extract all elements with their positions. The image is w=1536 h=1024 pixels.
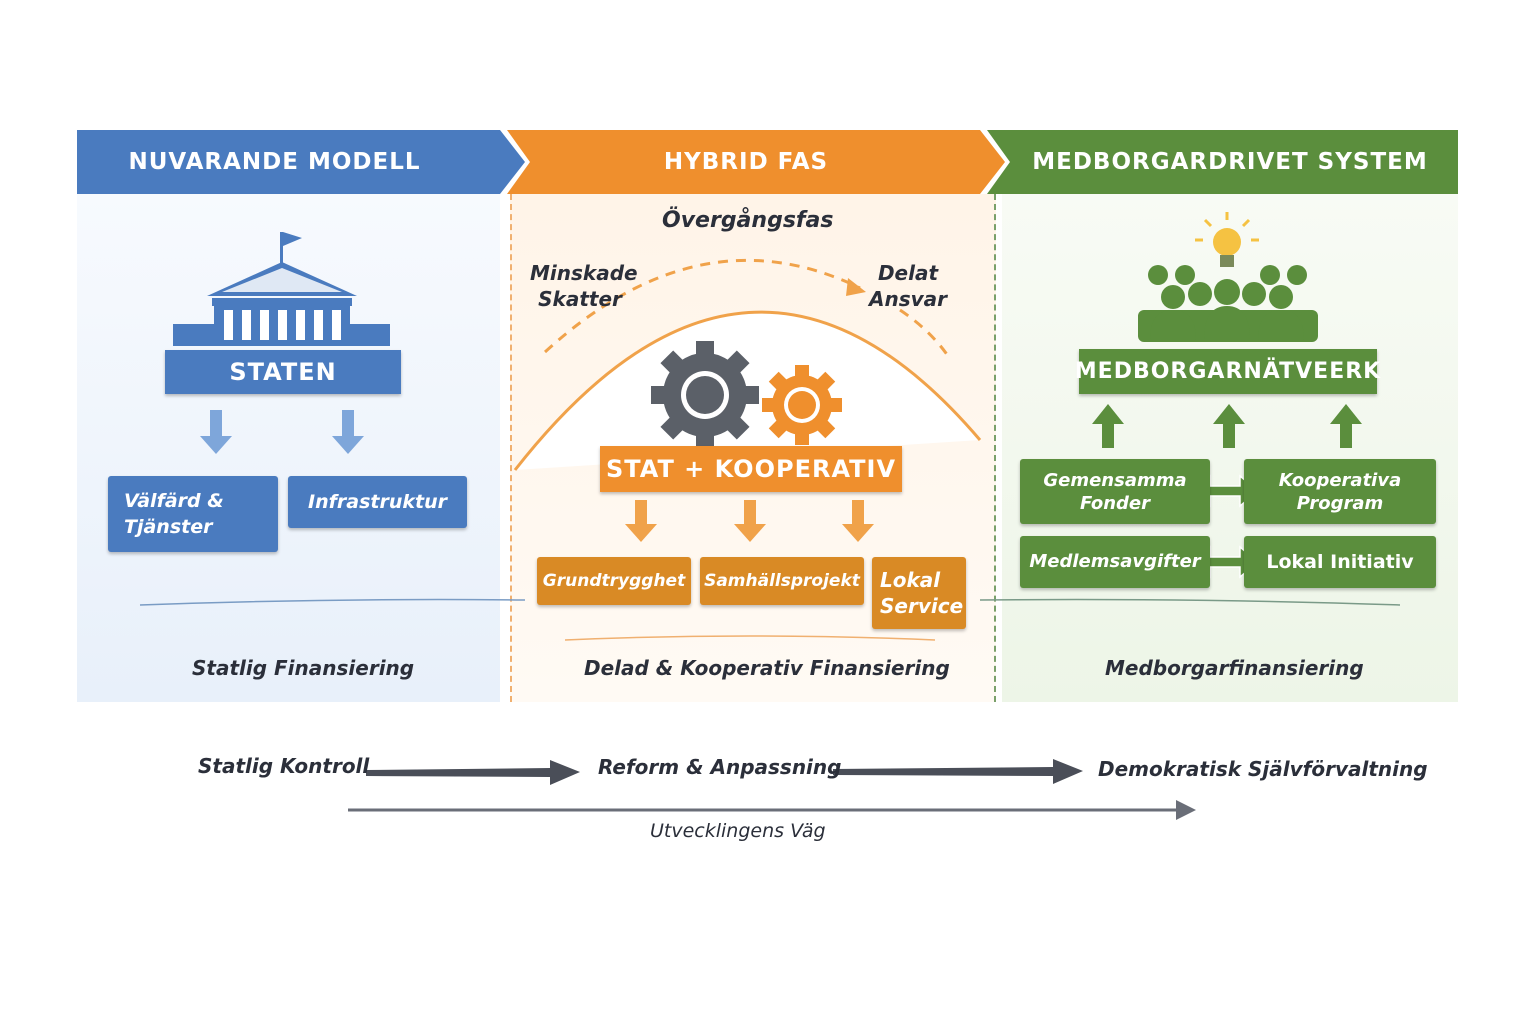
item-kooperativa-program: Kooperativa Program <box>1244 459 1436 524</box>
header-arrow-blue <box>77 130 525 194</box>
funding-current: Statlig Finansiering <box>192 656 415 680</box>
funding-citizen: Medborgarfinansiering <box>1105 656 1364 680</box>
medborgarnatverk-box: MEDBORGARNÄTVEERK <box>1075 349 1380 394</box>
step-statlig-kontroll: Statlig Kontroll <box>198 754 370 778</box>
item-infrastruktur: Infrastruktur <box>288 476 467 528</box>
dashed-arc-arrow <box>543 258 861 354</box>
people-group-icon <box>1138 265 1318 342</box>
path-label: Utvecklingens Väg <box>650 820 826 842</box>
lightbulb-icon <box>1195 212 1259 267</box>
item-samhallsprojekt: Samhällsprojekt <box>700 557 864 605</box>
header-arrow-green <box>987 130 1458 194</box>
funding-hybrid: Delad & Kooperativ Finansiering <box>584 656 950 680</box>
header-arrow-orange <box>507 130 1005 194</box>
item-medlemsavgifter: Medlemsavgifter <box>1020 536 1210 588</box>
item-gemensamma-fonder: Gemensamma Fonder <box>1020 459 1210 524</box>
item-lokal-initiativ: Lokal Initiativ <box>1244 536 1436 588</box>
note-delat-ansvar: Delat Ansvar <box>868 261 948 311</box>
item-valfard: Välfärd & Tjänster <box>108 476 278 552</box>
step-reform: Reform & Anpassning <box>598 755 842 779</box>
hybrid-arc <box>513 310 982 471</box>
government-building-icon <box>173 232 390 346</box>
gear-orange-icon <box>762 365 842 445</box>
arrow-up-icon <box>1092 404 1362 448</box>
note-minskade-skatter: Minskade Skatter <box>530 261 638 311</box>
phase-title-current: NUVARANDE MODELL <box>128 149 421 175</box>
phase-title-citizen: MEDBORGARDRIVET SYSTEM <box>1032 149 1428 175</box>
step-demokratisk: Demokratisk Självförvaltning <box>1098 757 1428 781</box>
hybrid-subtitle: Övergångsfas <box>662 208 834 233</box>
staten-box: STATEN <box>165 350 401 394</box>
phase-title-hybrid: HYBRID FAS <box>663 149 829 175</box>
item-lokal-service: Lokal Service <box>872 557 966 629</box>
item-grundtrygghet: Grundtrygghet <box>537 557 691 605</box>
arrow-down-icon <box>200 410 364 454</box>
gear-gray-icon <box>651 341 759 449</box>
stat-kooperativ-box: STAT + KOOPERATIV <box>600 446 902 492</box>
arrow-down-icon <box>625 500 874 542</box>
progression-arrow <box>348 759 1196 820</box>
